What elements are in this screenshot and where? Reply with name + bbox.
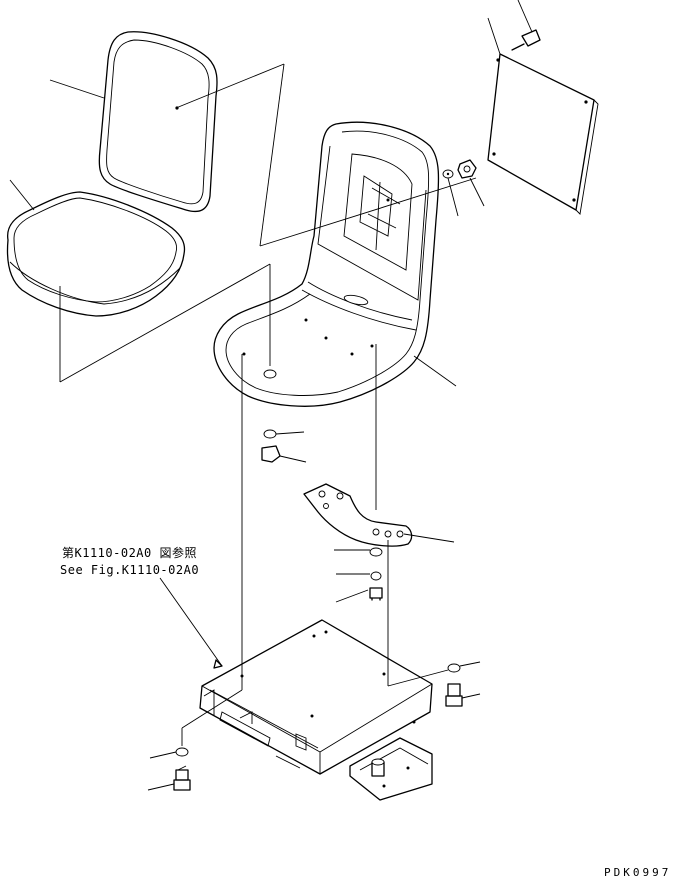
bracket-bolt-washers [334,547,383,603]
alignment-lines [181,344,449,746]
cushion-leaders [9,63,477,383]
mounting-bracket [303,483,455,547]
reference-note-english: See Fig.K1110-02A0 [60,563,200,577]
seat-stand-box [159,577,433,801]
upper-washer-nut [413,159,485,387]
reference-note-japanese: 第K1110-02A0 図参照 [62,546,197,560]
drawing-code: PDK0997 [604,866,672,879]
right-bolt-washer [445,661,481,707]
cover-screw [487,0,541,55]
seat-washer-nut [261,369,307,463]
back-cushion [98,31,218,213]
seat-shell [213,121,440,407]
seat-cushion [6,191,186,317]
left-bolt-washer [147,747,191,791]
rear-cover-plate [487,53,599,215]
